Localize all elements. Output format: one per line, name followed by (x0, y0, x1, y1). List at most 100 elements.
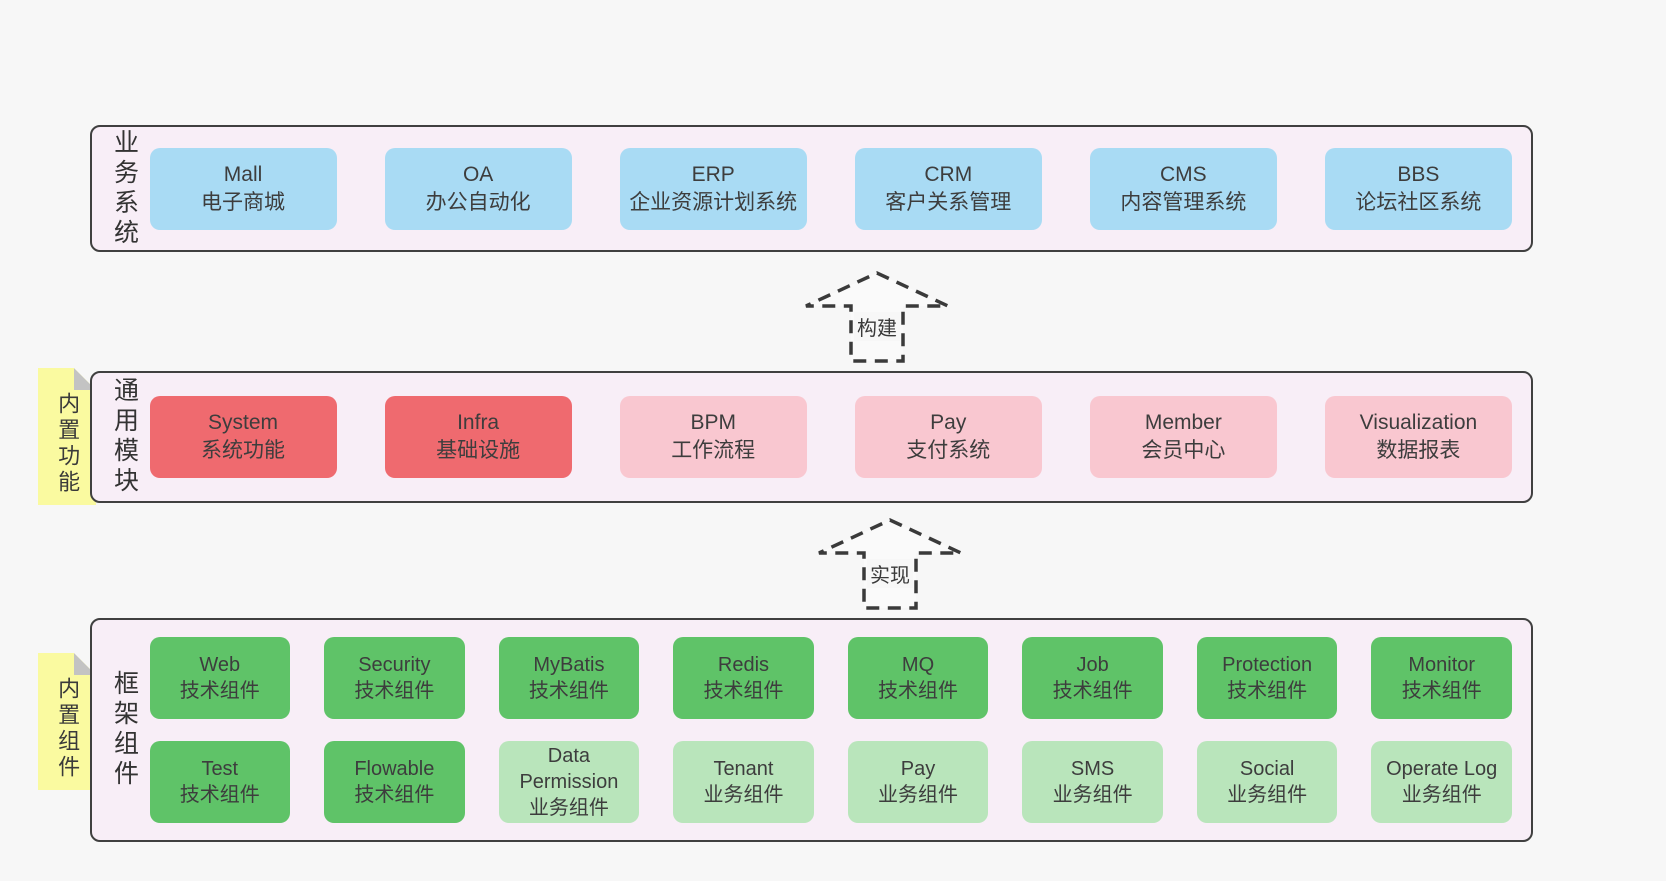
sticky-note-label: 内置组件 (55, 676, 81, 781)
box-title: OA (462, 162, 494, 186)
box-mq: MQ 技术组件 (847, 637, 989, 719)
box-sms: SMS 业务组件 (1022, 741, 1163, 823)
box-title: Protection (1222, 654, 1313, 676)
box-title: Member (1144, 411, 1222, 434)
box-pay-component: Pay 业务组件 (847, 741, 989, 823)
box-subtitle: 电子商城 (201, 190, 286, 214)
box-title: Social (1239, 758, 1295, 780)
box-test: Test 技术组件 (149, 741, 291, 823)
sticky-note-label: 内置功能 (55, 391, 81, 496)
box-title: Web (199, 654, 241, 676)
box-subtitle: 技术组件 (1052, 680, 1133, 702)
box-subtitle: 支付系统 (906, 439, 991, 462)
box-monitor: Monitor 技术组件 (1371, 637, 1512, 719)
box-subtitle: 技术组件 (528, 680, 609, 702)
box-tenant: Tenant 业务组件 (673, 741, 814, 823)
layer-label-framework-components: 框架组件 (110, 670, 139, 790)
box-infra: Infra 基础设施 (384, 396, 572, 478)
box-title: Redis (717, 654, 770, 676)
box-title: SMS (1070, 758, 1115, 780)
box-title: Security (358, 654, 431, 676)
box-subtitle: 业务组件 (1052, 784, 1133, 806)
box-subtitle: 数据报表 (1376, 439, 1461, 462)
box-subtitle: 业务组件 (878, 784, 959, 806)
box-job: Job 技术组件 (1022, 637, 1163, 719)
box-mybatis: MyBatis 技术组件 (498, 637, 640, 719)
arrow-label-implement: 实现 (867, 559, 913, 588)
box-flowable: Flowable 技术组件 (324, 741, 465, 823)
box-system: System 系统功能 (149, 396, 337, 478)
box-title: System (208, 411, 279, 434)
box-protection: Protection 技术组件 (1196, 637, 1338, 719)
box-redis: Redis 技术组件 (673, 637, 814, 719)
box-title: Test (201, 758, 239, 780)
box-social: Social 业务组件 (1196, 741, 1338, 823)
box-subtitle: 技术组件 (1227, 680, 1308, 702)
box-subtitle: 技术组件 (179, 784, 260, 806)
box-title: BBS (1397, 162, 1440, 186)
sticky-note-builtin-features: 内置功能 (38, 368, 96, 505)
box-pay-module: Pay 支付系统 (854, 396, 1042, 478)
box-title: CMS (1160, 162, 1207, 186)
box-subtitle: 会员中心 (1141, 439, 1226, 462)
layer-common-modules: 通用模块 System 系统功能 Infra 基础设施 BPM 工作流程 Pay… (90, 371, 1533, 503)
box-title: BPM (690, 411, 736, 434)
box-title: Mall (223, 162, 263, 186)
box-title: ERP (691, 162, 735, 186)
box-subtitle: 技术组件 (354, 784, 435, 806)
box-crm: CRM 客户关系管理 (854, 147, 1042, 230)
box-member: Member 会员中心 (1089, 396, 1277, 478)
box-web: Web 技术组件 (149, 637, 291, 719)
business-systems-row: Mall 电子商城 OA 办公自动化 ERP 企业资源计划系统 CRM 客户关系… (149, 147, 1513, 230)
box-visualization: Visualization 数据报表 (1324, 396, 1512, 478)
common-modules-row: System 系统功能 Infra 基础设施 BPM 工作流程 Pay 支付系统… (149, 396, 1513, 478)
box-title: CRM (924, 162, 973, 186)
box-subtitle: 系统功能 (201, 439, 286, 462)
box-cms: CMS 内容管理系统 (1089, 147, 1277, 230)
framework-components-row-1: Web 技术组件 Security 技术组件 MyBatis 技术组件 Redi… (149, 637, 1512, 719)
box-subtitle: 业务组件 (1401, 784, 1482, 806)
box-bbs: BBS 论坛社区系统 (1324, 147, 1512, 230)
box-subtitle: 技术组件 (703, 680, 784, 702)
box-subtitle: 基础设施 (436, 439, 521, 462)
box-title: Monitor (1408, 654, 1476, 676)
box-subtitle: 技术组件 (878, 680, 959, 702)
box-subtitle: 技术组件 (1401, 680, 1482, 702)
box-title: Flowable (354, 758, 435, 780)
implement-arrow: 实现 (815, 517, 965, 611)
box-subtitle: 内容管理系统 (1120, 190, 1247, 214)
sticky-note-builtin-components: 内置组件 (38, 653, 96, 790)
box-security: Security 技术组件 (324, 637, 465, 719)
box-subtitle: 业务组件 (528, 797, 609, 819)
box-subtitle: 业务组件 (703, 784, 784, 806)
layer-label-business-systems: 业务系统 (110, 128, 139, 249)
framework-components-row-2: Test 技术组件 Flowable 技术组件 Data Permission … (149, 741, 1512, 823)
box-mall: Mall 电子商城 (149, 147, 337, 230)
box-subtitle: 办公自动化 (425, 190, 531, 214)
box-subtitle: 论坛社区系统 (1355, 190, 1482, 214)
box-oa: OA 办公自动化 (384, 147, 572, 230)
box-subtitle: 技术组件 (179, 680, 260, 702)
build-arrow: 构建 (802, 270, 952, 364)
layer-label-common-modules: 通用模块 (110, 377, 139, 497)
box-title: Tenant (713, 758, 774, 780)
box-subtitle: 技术组件 (354, 680, 435, 702)
box-title: Operate Log (1386, 758, 1498, 780)
box-data-permission: Data Permission 业务组件 (498, 741, 640, 823)
layer-framework-components: 框架组件 Web 技术组件 Security 技术组件 MyBatis 技术组件… (90, 618, 1533, 842)
framework-components-grid: Web 技术组件 Security 技术组件 MyBatis 技术组件 Redi… (149, 637, 1512, 823)
box-operate-log: Operate Log 业务组件 (1371, 741, 1512, 823)
box-subtitle: 业务组件 (1227, 784, 1308, 806)
box-title: MyBatis (533, 654, 605, 676)
box-title: Visualization (1359, 411, 1478, 434)
box-title: Job (1076, 654, 1109, 676)
box-subtitle: 企业资源计划系统 (629, 190, 798, 214)
box-title: MQ (901, 654, 935, 676)
box-subtitle: 客户关系管理 (885, 190, 1012, 214)
box-title: Pay (900, 758, 936, 780)
box-bpm: BPM 工作流程 (619, 396, 807, 478)
box-title: Pay (930, 411, 967, 434)
box-erp: ERP 企业资源计划系统 (619, 147, 807, 230)
box-subtitle: 工作流程 (671, 439, 756, 462)
